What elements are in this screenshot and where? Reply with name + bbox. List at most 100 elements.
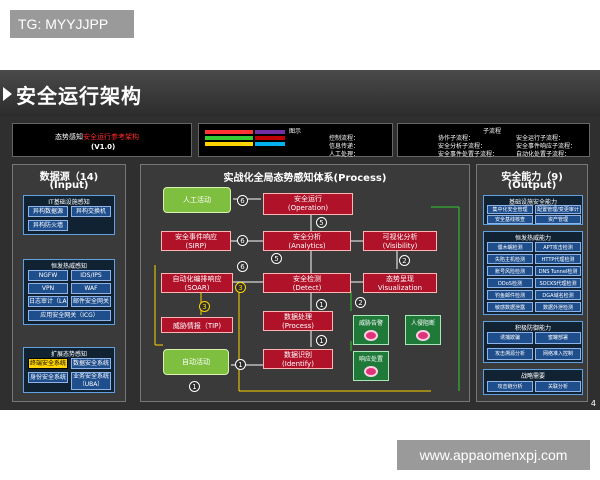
subprocess-title: 子流程 <box>483 128 502 135</box>
intrusion-block-node: 人侵阻断 <box>405 315 441 345</box>
header-red-label: 安全运行参考架构 <box>83 133 139 141</box>
process-panel: 实战化全局态势感知体系(Process) <box>140 164 470 402</box>
source-item: 应用安全网关（ICG） <box>28 310 111 321</box>
input-panel: 数据源（14) (Input) IT基础设施感知 异构数据源 异构交换机 异构防… <box>12 164 126 402</box>
node-label: 威胁情报（TIP) <box>172 322 222 330</box>
step-marker: 3 <box>199 301 210 312</box>
step-marker: 1 <box>235 359 246 370</box>
subprocess-box: 子流程 协作子流程： 安全分析子流程： 安全事件处置子流程： 安全运行子流程： … <box>397 123 590 158</box>
input-panel-subtitle: (Input) <box>49 180 89 191</box>
process-panel-title: 实战化全局态势感知体系(Process) <box>223 173 387 184</box>
node-label: (Detect) <box>292 284 322 292</box>
response-node: 响应处置 <box>353 351 389 381</box>
step-marker: 5 <box>316 217 327 228</box>
legend-swatch-cyan <box>255 142 285 146</box>
capability-item: 钓鱼邮件检测 <box>487 290 533 300</box>
node-label: Visualization <box>377 284 423 292</box>
it-infra-title: IT基础设施感知 <box>48 199 90 206</box>
capability-item: 集中化安全管理 <box>487 205 533 214</box>
capability-item: 蜜罐部署 <box>535 332 581 344</box>
identify-node: 数据识别 (Identify) <box>263 349 333 369</box>
capability-item: DNS Tunnel检测 <box>535 266 581 276</box>
source-item: 身份安全系统 <box>28 372 68 383</box>
response-light-icon <box>364 366 378 377</box>
source-item: WAF <box>71 283 111 294</box>
capability-item: 攻击链分析 <box>487 381 533 392</box>
capability-item: DDoS检测 <box>487 278 533 288</box>
sub-row-5: 安全事件响应子流程： <box>516 143 577 150</box>
legend-swatch-yellow <box>205 142 253 146</box>
visualization-node: 态势呈现 Visualization <box>363 273 437 293</box>
watermark-bottom: www.appaomenxpj.com <box>397 440 590 470</box>
source-item: VPN <box>28 283 68 294</box>
input-panel-title: 数据源（14) <box>39 172 99 183</box>
capability-item: 失陷主机检测 <box>487 254 533 264</box>
capability-item: 数据外泄检测 <box>535 302 581 312</box>
capability-item: 诱捕欺骗 <box>487 332 533 344</box>
active-defense-title: 积极防御能力 <box>514 325 551 332</box>
capability-item: HTTP代理检测 <box>535 254 581 264</box>
tip-node: 威胁情报（TIP) <box>161 317 233 333</box>
title-arrow-icon <box>3 87 12 101</box>
capability-item: 安全基线核查 <box>487 215 533 224</box>
legend-swatch-darkred <box>255 136 285 140</box>
alert-light-icon <box>364 330 378 341</box>
sirp-node: 安全事件响应 (SIRP) <box>161 231 231 251</box>
sub-row-3: 安全事件处置子流程： <box>438 151 499 158</box>
output-panel: 安全能力（9) (Output) 基础设施安全能力 集中化安全管理 配置管理/变… <box>476 164 588 402</box>
legend-swatch-green <box>205 136 253 140</box>
slide-title-bar: 安全运行架构 <box>0 70 600 116</box>
sub-row-2: 安全分析子流程： <box>438 143 487 150</box>
node-label: 人侵阻断 <box>410 320 435 327</box>
infra-capability-group: 基础设施安全能力 集中化安全管理 配置管理/变更审计 安全基线核查 资产管理 <box>483 195 583 225</box>
capability-item: 资产管理 <box>535 215 581 224</box>
visibility-node: 可视化分析 (Visibility) <box>363 231 437 251</box>
sub-row-1: 协作子流程： <box>438 135 475 142</box>
manual-activity-node: 人工活动 <box>163 187 231 213</box>
sub-row-6: 自动化处置子流程： <box>516 151 571 158</box>
detect-node: 安全检测 (Detect) <box>263 273 351 293</box>
block-light-icon <box>416 330 430 341</box>
legend-swatch-purple <box>255 130 285 134</box>
step-marker: 1 <box>316 299 327 310</box>
watermark-top: TG: MYYJJPP <box>10 10 134 38</box>
it-infra-group: IT基础设施感知 异构数据源 异构交换机 异构防火墙 <box>23 195 115 235</box>
node-label: 响应处置 <box>358 356 383 363</box>
slide: 安全运行架构 态势感知安全运行参考架构 (V1.0) 图示 控制流程： 信息传递… <box>0 70 600 410</box>
node-label: 安全运行 <box>294 195 322 203</box>
threat-sensing-title: 恒发热威感知 <box>50 263 87 270</box>
node-label: (Operation) <box>287 204 329 212</box>
architecture-title-box: 态势感知安全运行参考架构 (V1.0) <box>12 123 192 157</box>
node-label: (SIRP) <box>185 242 207 250</box>
source-item: 异构交换机 <box>71 206 111 217</box>
output-panel-title: 安全能力（9) <box>501 172 563 183</box>
source-item: 异构数据源 <box>28 206 68 217</box>
extended-sensing-title: 扩展态势感知 <box>50 351 87 358</box>
legend-box: 图示 控制流程： 信息传递： 人工处理： <box>198 123 393 158</box>
step-marker: 6 <box>237 235 248 246</box>
source-item: 终端安全系统 <box>28 358 68 369</box>
step-marker: 1 <box>316 335 327 346</box>
output-panel-subtitle: (Output) <box>507 180 557 191</box>
header-label: 态势感知 <box>55 133 83 141</box>
node-label: 安全事件响应 <box>175 233 217 241</box>
soar-node: 自动化编排响应 (SOAR) <box>161 273 233 293</box>
page-number: 4 <box>590 399 596 408</box>
threat-capability-title: 恒发热威能力 <box>514 235 551 242</box>
node-label: 自动化编排响应 <box>172 275 222 283</box>
header-version: (V1.0) <box>91 143 116 151</box>
active-defense-group: 积极防御能力 诱捕欺骗 蜜罐部署 攻击溯源分析 网络准入控制 <box>483 321 583 363</box>
capability-item: 关联分析 <box>535 381 581 392</box>
sub-row-4: 安全运行子流程： <box>516 135 565 142</box>
analytics-node: 安全分析 (Analytics) <box>263 231 351 251</box>
capability-item: 僵木蠕检测 <box>487 242 533 252</box>
node-label: 态势呈现 <box>386 275 414 283</box>
threat-capability-group: 恒发热威能力 僵木蠕检测 APT攻击检测 失陷主机检测 HTTP代理检测 账号风… <box>483 231 583 315</box>
source-item: 数据安全系统 <box>71 358 111 369</box>
source-item: 日志审计（LAS） <box>28 296 68 307</box>
legend-title: 图示 <box>289 128 302 135</box>
capability-item: 配置管理/变更审计 <box>535 205 581 214</box>
capability-item: APT攻击检测 <box>535 242 581 252</box>
source-item: IDS/IPS <box>71 270 111 281</box>
operation-node: 安全运行 (Operation) <box>263 193 353 215</box>
